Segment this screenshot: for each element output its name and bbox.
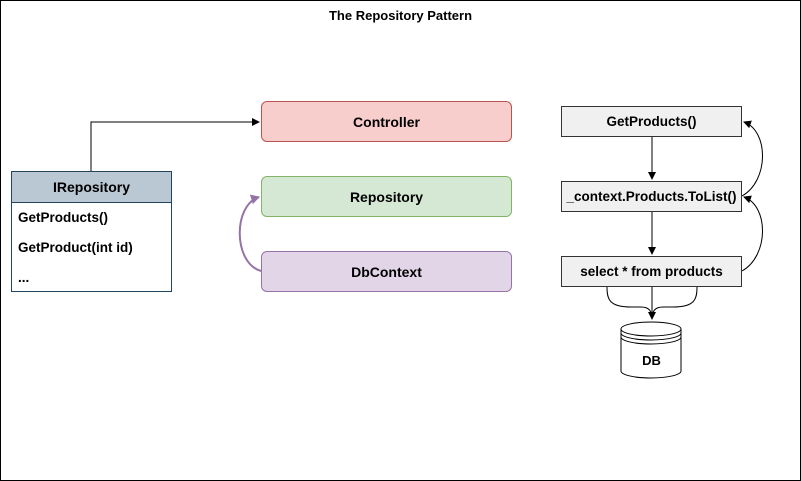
interface-to-controller-arrow [90, 118, 260, 171]
repository-box: Repository [261, 176, 512, 217]
return-arrow-2 [741, 195, 763, 272]
diagram-title: The Repository Pattern [328, 8, 473, 23]
dbcontext-box: DbContext [261, 251, 512, 292]
irepository-class: IRepository GetProducts() GetProduct(int… [11, 171, 172, 292]
repository-label: Repository [349, 188, 424, 205]
controller-box: Controller [261, 101, 512, 142]
dbcontext-to-repository-arrow [238, 194, 262, 272]
irepository-header: IRepository [12, 172, 171, 203]
interface-method: ... [18, 270, 30, 285]
interface-method: GetProduct(int id) [18, 240, 133, 255]
return-arrow-1 [741, 120, 763, 197]
interface-method: GetProducts() [18, 210, 109, 225]
dbcontext-label: DbContext [351, 263, 422, 280]
flow-step-label: _context.Products.ToList() [566, 189, 737, 204]
database-icon [620, 321, 682, 379]
flow-step-context-query: _context.Products.ToList() [561, 181, 742, 212]
controller-label: Controller [353, 113, 420, 130]
flow-step-getproducts: GetProducts() [561, 106, 742, 137]
flow-step-label: GetProducts() [606, 114, 697, 129]
database-label: DB [642, 353, 661, 368]
flow-step-label: select * from products [580, 264, 723, 279]
flow-step-sql: select * from products [561, 256, 742, 287]
